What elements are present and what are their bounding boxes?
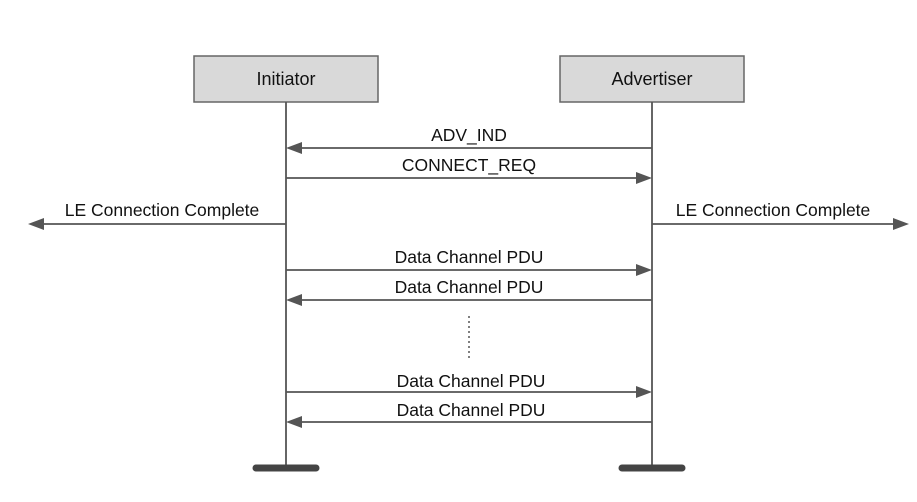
message-data-pdu-2: Data Channel PDU bbox=[286, 277, 652, 306]
host-event-advertiser-label: LE Connection Complete bbox=[676, 200, 871, 220]
advertiser-label: Advertiser bbox=[611, 69, 692, 89]
host-event-initiator-arrowhead bbox=[28, 218, 44, 230]
message-data-pdu-2-arrowhead bbox=[286, 294, 302, 306]
message-data-pdu-3-arrowhead bbox=[636, 386, 652, 398]
message-adv-ind-arrowhead bbox=[286, 142, 302, 154]
message-data-pdu-3-label: Data Channel PDU bbox=[397, 371, 546, 391]
message-data-pdu-1-arrowhead bbox=[636, 264, 652, 276]
message-data-pdu-1-label: Data Channel PDU bbox=[395, 247, 544, 267]
message-connect-req-label: CONNECT_REQ bbox=[402, 155, 536, 176]
host-event-initiator: LE Connection Complete bbox=[28, 200, 286, 230]
message-adv-ind-label: ADV_IND bbox=[431, 125, 507, 146]
message-data-pdu-2-label: Data Channel PDU bbox=[395, 277, 544, 297]
participant-initiator: Initiator bbox=[193, 55, 379, 103]
message-data-pdu-3: Data Channel PDU bbox=[286, 371, 652, 398]
host-event-initiator-label: LE Connection Complete bbox=[65, 200, 260, 220]
host-event-advertiser-arrowhead bbox=[893, 218, 909, 230]
host-event-advertiser: LE Connection Complete bbox=[652, 200, 909, 230]
message-data-pdu-4-label: Data Channel PDU bbox=[397, 400, 546, 420]
message-adv-ind: ADV_IND bbox=[286, 125, 652, 154]
message-connect-req-arrowhead bbox=[636, 172, 652, 184]
advertiser-box bbox=[559, 55, 745, 103]
message-data-pdu-1: Data Channel PDU bbox=[286, 247, 652, 276]
message-data-pdu-4: Data Channel PDU bbox=[286, 400, 652, 428]
message-data-pdu-4-arrowhead bbox=[286, 416, 302, 428]
initiator-label: Initiator bbox=[256, 69, 315, 89]
message-connect-req: CONNECT_REQ bbox=[286, 155, 652, 184]
initiator-box bbox=[193, 55, 379, 103]
participant-advertiser: Advertiser bbox=[559, 55, 745, 103]
